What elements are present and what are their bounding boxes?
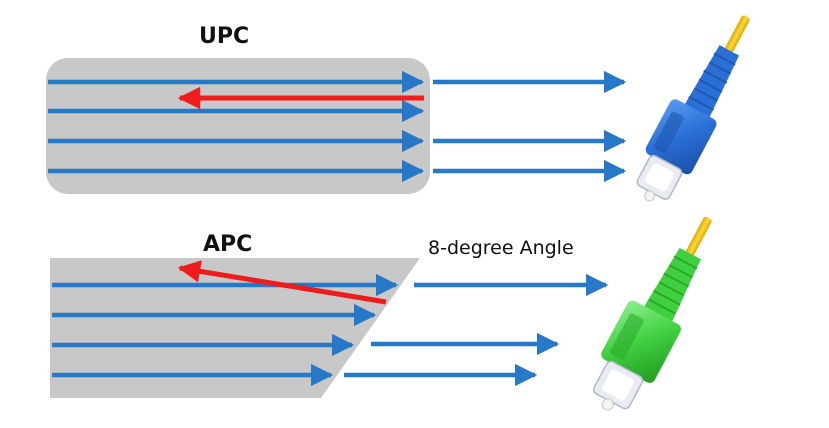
- apc-title: APC: [203, 232, 253, 257]
- upc-output-rays: [433, 70, 627, 183]
- apc-angle-label: 8-degree Angle: [428, 237, 574, 259]
- sc-apc-connector-icon: [592, 216, 712, 411]
- apc-output-rays: [344, 273, 609, 387]
- sc-upc-connector-icon: [636, 15, 750, 202]
- apc-reflection-arrow: [177, 260, 387, 305]
- apc-internal-rays: [52, 273, 399, 387]
- upc-ferrule-face: [46, 58, 430, 194]
- upc-internal-rays: [48, 70, 425, 183]
- upc-title: UPC: [199, 24, 250, 49]
